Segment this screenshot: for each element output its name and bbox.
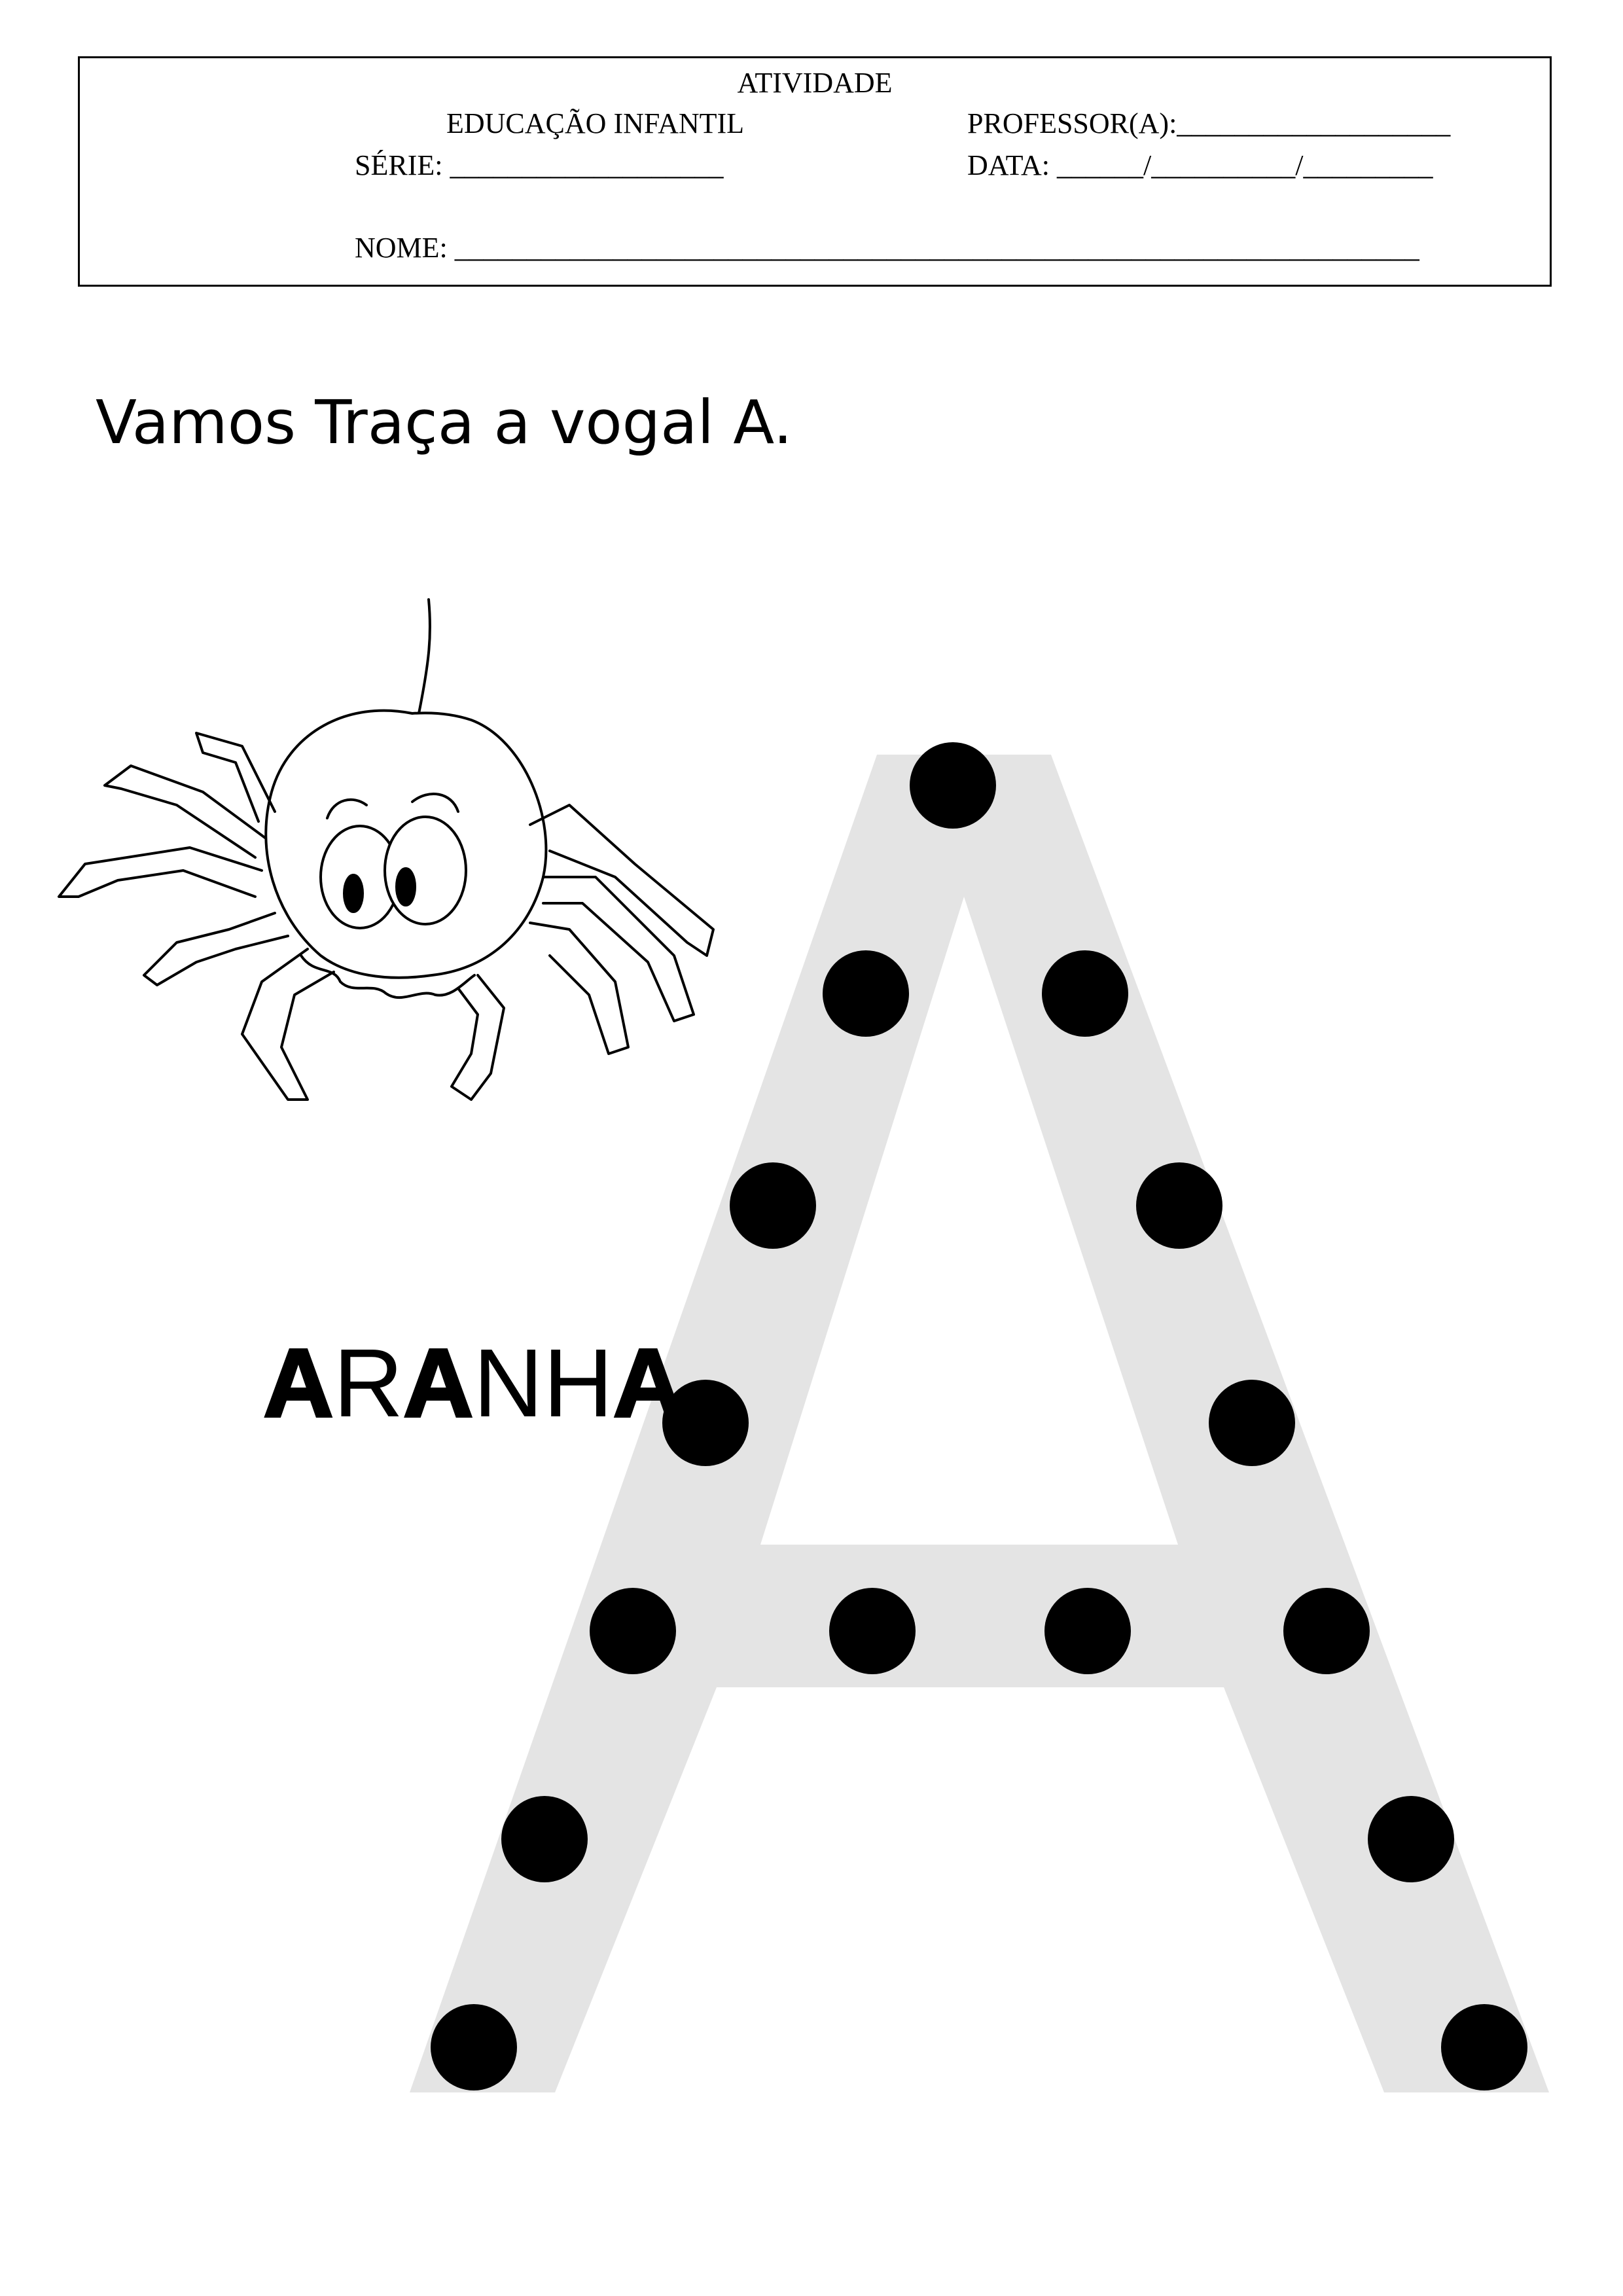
tracing-dot: [501, 1796, 588, 1882]
date-field[interactable]: DATA: ______/__________/_________: [967, 149, 1433, 181]
tracing-dot: [431, 2004, 517, 2090]
grade-field[interactable]: SÉRIE: ___________________: [355, 149, 724, 181]
word-letter: A: [402, 1329, 474, 1437]
tracing-dot: [1441, 2004, 1527, 2090]
tracing-dots: [431, 742, 1527, 2090]
student-name-field[interactable]: NOME: __________________________________…: [355, 232, 1419, 264]
word-letter: N: [473, 1329, 544, 1437]
tracing-dot: [590, 1588, 676, 1674]
education-level: EDUCAÇÃO INFANTIL: [446, 107, 745, 139]
instruction-text: Vamos Traça a vogal A.: [96, 387, 793, 457]
word-aranha: ARANHA: [156, 1238, 685, 1529]
activity-title: ATIVIDADE: [737, 67, 893, 99]
tracing-dot: [1368, 1796, 1454, 1882]
spider-icon: [58, 598, 715, 1101]
tracing-dot: [1042, 950, 1128, 1037]
word-letter: A: [262, 1329, 334, 1437]
word-letter: A: [612, 1329, 685, 1437]
tracing-dot: [823, 950, 909, 1037]
tracing-dot: [730, 1162, 816, 1249]
word-letter: R: [333, 1329, 404, 1437]
tracing-dot: [829, 1588, 916, 1674]
tracing-dot: [1044, 1588, 1131, 1674]
header-box: ATIVIDADE EDUCAÇÃO INFANTIL PROFESSOR(A)…: [78, 56, 1552, 287]
tracing-dot: [910, 742, 996, 829]
tracing-dot: [662, 1380, 749, 1466]
letter-a-guide: [410, 755, 1549, 2092]
teacher-field[interactable]: PROFESSOR(A):___________________: [967, 107, 1451, 139]
word-letter: H: [543, 1329, 613, 1437]
tracing-dot: [1209, 1380, 1295, 1466]
tracing-dot: [1136, 1162, 1222, 1249]
tracing-dot: [1283, 1588, 1370, 1674]
